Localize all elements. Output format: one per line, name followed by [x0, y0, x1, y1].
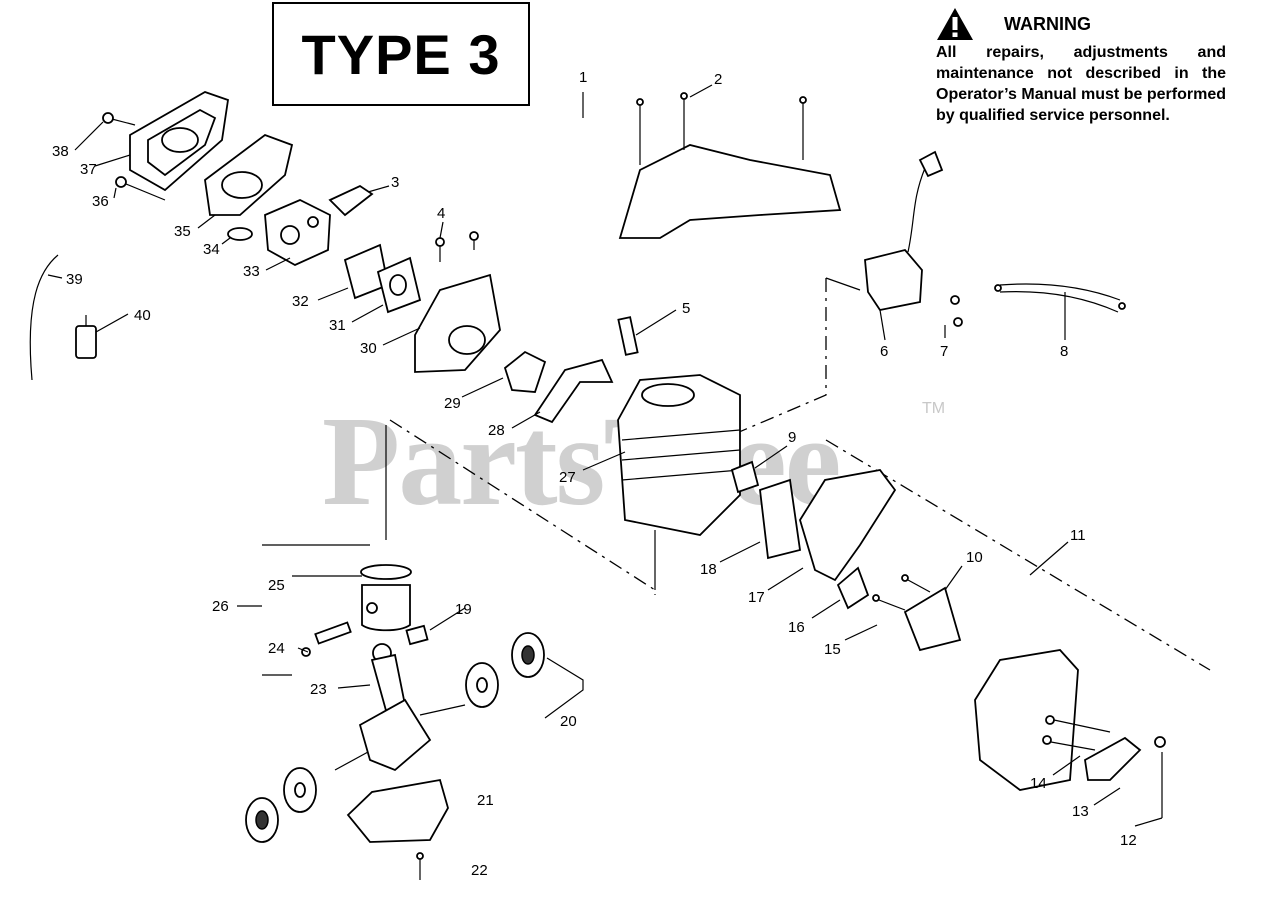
part-number-31: 31: [329, 317, 346, 334]
part-number-25: 25: [268, 577, 285, 594]
part-number-33: 33: [243, 263, 260, 280]
part-number-35: 35: [174, 223, 191, 240]
warning-title: WARNING: [1004, 13, 1091, 34]
part-cylinder: [617, 374, 741, 536]
part-crankcase: [346, 778, 449, 843]
part-ring-34: [227, 227, 253, 241]
part-number-40: 40: [134, 307, 151, 324]
part-bracket-28: [533, 358, 614, 424]
part-number-17: 17: [748, 589, 765, 606]
part-number-30: 30: [360, 340, 377, 357]
part-number-21: 21: [477, 792, 494, 809]
part-piston: [360, 564, 412, 632]
part-ignition-module: [864, 150, 963, 327]
part-number-15: 15: [824, 641, 841, 658]
part-number-4: 4: [437, 205, 445, 222]
part-number-27: 27: [559, 469, 576, 486]
part-number-8: 8: [1060, 343, 1068, 360]
part-gasket-16: [836, 566, 870, 610]
part-bearings-20: [465, 632, 545, 708]
part-number-37: 37: [80, 161, 97, 178]
part-plate-9: [730, 460, 760, 494]
part-number-1: 1: [579, 69, 587, 86]
type-label-box: TYPE 3: [272, 2, 530, 106]
part-filter-holder: [204, 133, 294, 216]
part-number-14: 14: [1030, 775, 1047, 792]
part-number-6: 6: [880, 343, 888, 360]
part-number-7: 7: [940, 343, 948, 360]
watermark: PartsTree: [322, 390, 841, 532]
part-throttle-link: [328, 184, 374, 217]
part-wire-8: [994, 283, 1126, 313]
part-screws-4: [435, 231, 479, 262]
part-number-18: 18: [700, 561, 717, 578]
part-heat-shield: [799, 469, 897, 582]
part-number-20: 20: [560, 713, 577, 730]
type-label: TYPE 3: [301, 22, 501, 86]
part-number-22: 22: [471, 862, 488, 879]
part-fuel-hose: [29, 254, 59, 381]
part-muffler: [974, 649, 1166, 791]
part-top-cover: [618, 92, 842, 239]
part-fuel-filter: [75, 315, 97, 359]
part-bracket-10: [872, 574, 962, 652]
part-intake-housing: [414, 273, 501, 373]
part-number-3: 3: [391, 174, 399, 191]
part-number-12: 12: [1120, 832, 1137, 849]
part-number-39: 39: [66, 271, 83, 288]
part-screw-36: [115, 176, 166, 201]
part-number-36: 36: [92, 193, 109, 210]
part-number-labels: 1 2 3 4 5 6 7 8 9 10 11 12 13 14 15 16 1…: [52, 69, 1137, 879]
part-screw-22: [416, 852, 424, 880]
part-number-24: 24: [268, 640, 285, 657]
part-air-filter-cover: [102, 91, 230, 192]
warning-text: All repairs, adjustments and maintenance…: [936, 44, 1226, 124]
part-number-32: 32: [292, 293, 309, 310]
part-number-19: 19: [455, 601, 472, 618]
part-number-5: 5: [682, 300, 690, 317]
part-number-26: 26: [212, 598, 229, 615]
part-bearings-left: [245, 767, 317, 843]
warning-triangle-icon: [937, 8, 973, 40]
part-number-10: 10: [966, 549, 983, 566]
part-intake-boot: [503, 350, 547, 393]
part-number-2: 2: [714, 71, 722, 88]
part-number-34: 34: [203, 241, 220, 258]
part-carburetor: [264, 199, 331, 267]
warning-box: WARNING All repairs, adjustments and mai…: [936, 6, 1226, 126]
leader-lines: [47, 84, 1163, 827]
part-spark-plug: [617, 309, 677, 356]
watermark-tm: TM: [922, 400, 946, 417]
part-number-13: 13: [1072, 803, 1089, 820]
part-number-29: 29: [444, 395, 461, 412]
part-number-9: 9: [788, 429, 796, 446]
part-number-16: 16: [788, 619, 805, 636]
part-needle-bearing: [405, 624, 429, 646]
part-number-28: 28: [488, 422, 505, 439]
part-gasket-18: [759, 478, 802, 560]
part-piston-pin: [301, 621, 352, 657]
part-number-23: 23: [310, 681, 327, 698]
part-number-38: 38: [52, 143, 69, 160]
part-number-11: 11: [1070, 527, 1086, 544]
warning-header: WARNING: [936, 6, 1226, 42]
part-crankshaft: [334, 643, 466, 772]
